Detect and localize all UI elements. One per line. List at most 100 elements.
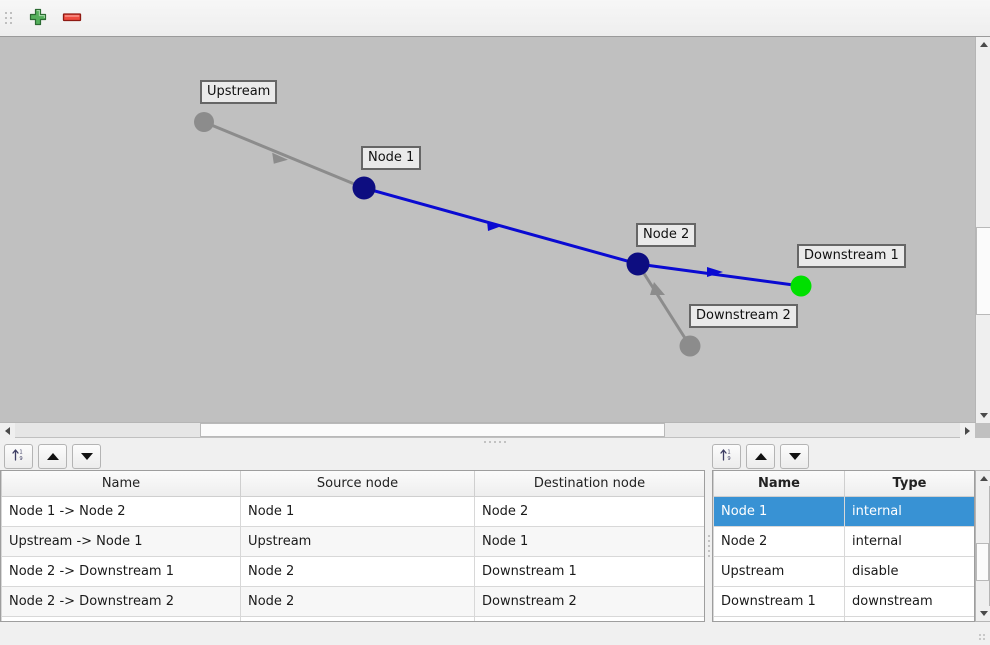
nodes-cell-name: Upstream	[713, 556, 845, 587]
links-cell-name: Node 2 -> Downstream 2	[1, 586, 241, 617]
node-downstream2[interactable]	[679, 335, 701, 357]
scroll-down-button[interactable]	[976, 606, 990, 621]
graph-svg	[194, 112, 812, 357]
scroll-up-button[interactable]	[976, 37, 990, 52]
svg-text:1: 1	[19, 450, 22, 456]
links-move-up-button[interactable]	[38, 443, 67, 469]
table-row[interactable]: Node 2 internal	[713, 526, 974, 557]
nodes-cell-name: Node 1	[713, 496, 845, 527]
links-table-empty-row	[1, 616, 704, 621]
nodes-table-empty-row	[713, 616, 974, 621]
edge-node2-downstream2[interactable]	[636, 263, 692, 347]
nodes-cell-type: internal	[844, 526, 974, 557]
links-sort-button[interactable]: 1 9	[4, 443, 33, 469]
triangle-down-icon	[979, 611, 988, 616]
triangle-up-icon	[754, 452, 767, 460]
nodes-table: Name Type Node 1 internal Node 2 interna…	[713, 471, 974, 621]
table-row[interactable]: Upstream -> Node 1 Upstream Node 1	[1, 526, 704, 557]
status-area	[0, 622, 990, 645]
nodes-col-type[interactable]: Type	[844, 471, 974, 497]
svg-text:9: 9	[19, 456, 22, 462]
nodes-move-up-button[interactable]	[746, 443, 775, 469]
sort-ascending-icon: 1 9	[11, 447, 26, 465]
links-table: Name Source node Destination node Node 1…	[1, 471, 704, 621]
scroll-left-button[interactable]	[0, 423, 15, 438]
edge-upstream-node1-arrowhead	[272, 152, 288, 164]
node-label-node1[interactable]: Node 1	[361, 146, 422, 170]
links-cell-destination: Node 1	[474, 526, 704, 557]
links-col-destination[interactable]: Destination node	[474, 471, 704, 497]
links-table-header-row: Name Source node Destination node	[1, 471, 704, 497]
vertical-splitter[interactable]	[705, 470, 712, 622]
nodes-cell-type: downstream	[844, 586, 974, 617]
node-label-node2[interactable]: Node 2	[636, 223, 697, 247]
triangle-up-icon	[979, 42, 988, 47]
links-cell-destination: Node 2	[474, 496, 704, 527]
links-table-container[interactable]: Name Source node Destination node Node 1…	[0, 470, 705, 622]
links-cell-destination: Downstream 1	[474, 556, 704, 587]
triangle-up-icon	[979, 476, 988, 481]
node-upstream[interactable]	[194, 112, 214, 132]
add-button[interactable]	[23, 3, 53, 33]
triangle-right-icon	[965, 426, 970, 435]
triangle-down-icon	[80, 452, 93, 460]
splitter-grip-dots	[484, 440, 506, 443]
edge-node2-downstream1[interactable]	[637, 262, 802, 288]
nodes-panel-toolbar: 1 9	[712, 442, 809, 470]
table-row[interactable]: Node 2 -> Downstream 1 Node 2 Downstream…	[1, 556, 704, 587]
edge-node1-node2-arrowhead	[487, 221, 503, 231]
scroll-right-button[interactable]	[960, 423, 975, 438]
sort-ascending-icon: 1 9	[719, 447, 734, 465]
toolbar-drag-handle[interactable]	[3, 7, 13, 29]
triangle-down-icon	[979, 413, 988, 418]
resize-grip[interactable]	[979, 634, 988, 643]
links-cell-name: Node 2 -> Downstream 1	[1, 556, 241, 587]
table-row[interactable]: Upstream disable	[713, 556, 974, 587]
splitter-grip-dots	[707, 535, 710, 557]
table-row[interactable]: Node 1 -> Node 2 Node 1 Node 2	[1, 496, 704, 527]
node-label-downstream2[interactable]: Downstream 2	[689, 304, 798, 328]
nodes-col-name[interactable]: Name	[713, 471, 845, 497]
nodes-cell-type: internal	[844, 496, 974, 527]
triangle-up-icon	[46, 452, 59, 460]
links-cell-source: Node 2	[240, 586, 475, 617]
graph-horizontal-scroll-thumb[interactable]	[200, 423, 665, 437]
triangle-left-icon	[5, 426, 10, 435]
nodes-cell-name: Node 2	[713, 526, 845, 557]
graph-vertical-scrollbar[interactable]	[975, 37, 990, 423]
nodes-move-down-button[interactable]	[780, 443, 809, 469]
nodes-sort-button[interactable]: 1 9	[712, 443, 741, 469]
table-row[interactable]: Downstream 1 downstream	[713, 586, 974, 617]
table-row[interactable]: Node 1 internal	[713, 496, 974, 527]
node-label-upstream[interactable]: Upstream	[200, 80, 278, 104]
horizontal-splitter[interactable]	[0, 438, 990, 445]
node-node2[interactable]	[626, 252, 650, 276]
links-cell-name: Upstream -> Node 1	[1, 526, 241, 557]
graph-horizontal-scrollbar[interactable]	[0, 422, 975, 438]
remove-button[interactable]	[57, 3, 87, 33]
graph-panel: Upstream Node 1 Node 2 Downstream 1 Down…	[0, 36, 990, 438]
graph-vertical-scroll-thumb[interactable]	[976, 227, 990, 315]
graph-canvas[interactable]: Upstream Node 1 Node 2 Downstream 1 Down…	[0, 37, 975, 423]
links-cell-name: Node 1 -> Node 2	[1, 496, 241, 527]
table-row[interactable]: Node 2 -> Downstream 2 Node 2 Downstream…	[1, 586, 704, 617]
scroll-up-button[interactable]	[976, 471, 990, 486]
node-label-downstream1[interactable]: Downstream 1	[797, 244, 906, 268]
nodes-table-scroll-thumb[interactable]	[976, 543, 989, 581]
edge-upstream-node1[interactable]	[203, 120, 365, 190]
graph-edges	[203, 120, 802, 347]
links-col-source[interactable]: Source node	[240, 471, 475, 497]
links-cell-source: Node 1	[240, 496, 475, 527]
nodes-table-header-row: Name Type	[713, 471, 974, 497]
node-node1[interactable]	[352, 176, 376, 200]
svg-text:9: 9	[727, 456, 730, 462]
links-col-name[interactable]: Name	[1, 471, 241, 497]
links-move-down-button[interactable]	[72, 443, 101, 469]
links-cell-destination: Downstream 2	[474, 586, 704, 617]
nodes-cell-type: disable	[844, 556, 974, 587]
scroll-down-button[interactable]	[976, 408, 990, 423]
graph-nodes	[194, 112, 812, 357]
nodes-table-vertical-scrollbar[interactable]	[975, 470, 990, 622]
nodes-table-container[interactable]: Name Type Node 1 internal Node 2 interna…	[712, 470, 975, 622]
node-downstream1[interactable]	[790, 275, 812, 297]
